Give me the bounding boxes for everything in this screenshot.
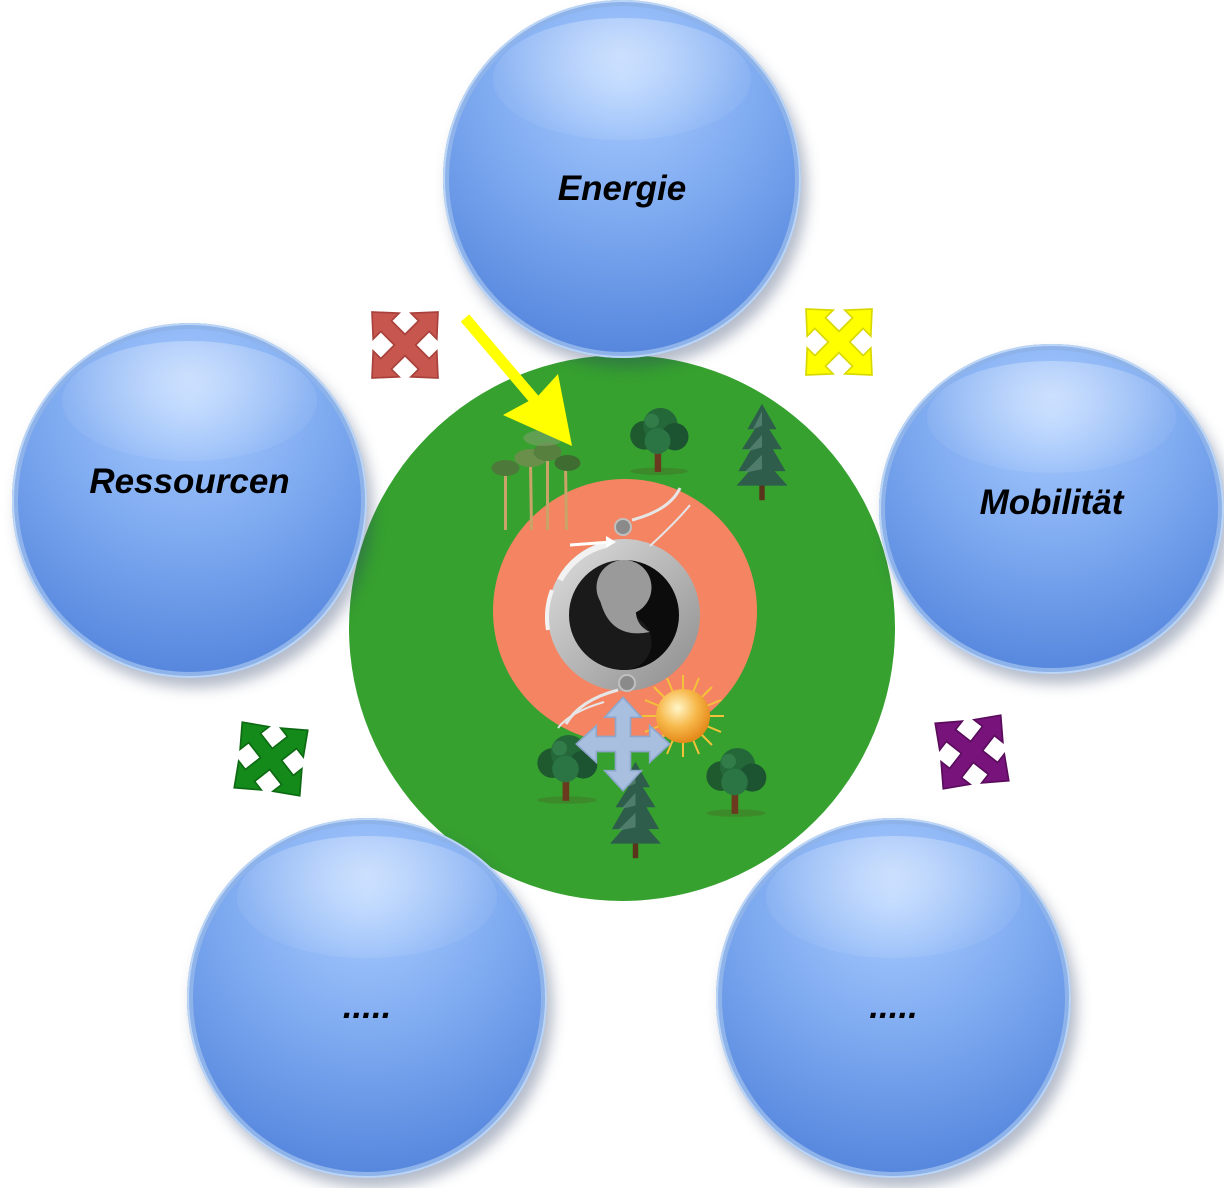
topic-bubble-bottom-left[interactable]: ..... xyxy=(187,818,547,1178)
four-way-arrow-icon xyxy=(210,707,332,811)
topic-bubble-mobilitaet[interactable]: Mobilität xyxy=(879,344,1224,674)
topic-bubble-bottom-right[interactable]: ..... xyxy=(716,818,1071,1178)
four-way-arrow-icon xyxy=(910,700,1034,804)
topic-label-bottom-right: ..... xyxy=(869,987,918,1026)
four-way-arrow-icon xyxy=(786,289,892,395)
energy-inflow-arrow xyxy=(460,314,572,446)
topic-label-bottom-left: ..... xyxy=(342,987,392,1026)
topic-bubble-ressourcen[interactable]: Ressourcen xyxy=(12,323,367,678)
topic-label-mobilitaet: Mobilität xyxy=(979,483,1124,522)
four-way-arrow-icon xyxy=(352,292,458,398)
yin-yang-icon xyxy=(544,487,700,729)
topic-bubble-energie[interactable]: Energie xyxy=(443,0,801,358)
topic-label-ressourcen: Ressourcen xyxy=(89,462,290,501)
four-way-arrow-icon xyxy=(575,696,671,792)
topic-label-energie: Energie xyxy=(557,169,687,208)
sun-icon xyxy=(642,675,724,757)
